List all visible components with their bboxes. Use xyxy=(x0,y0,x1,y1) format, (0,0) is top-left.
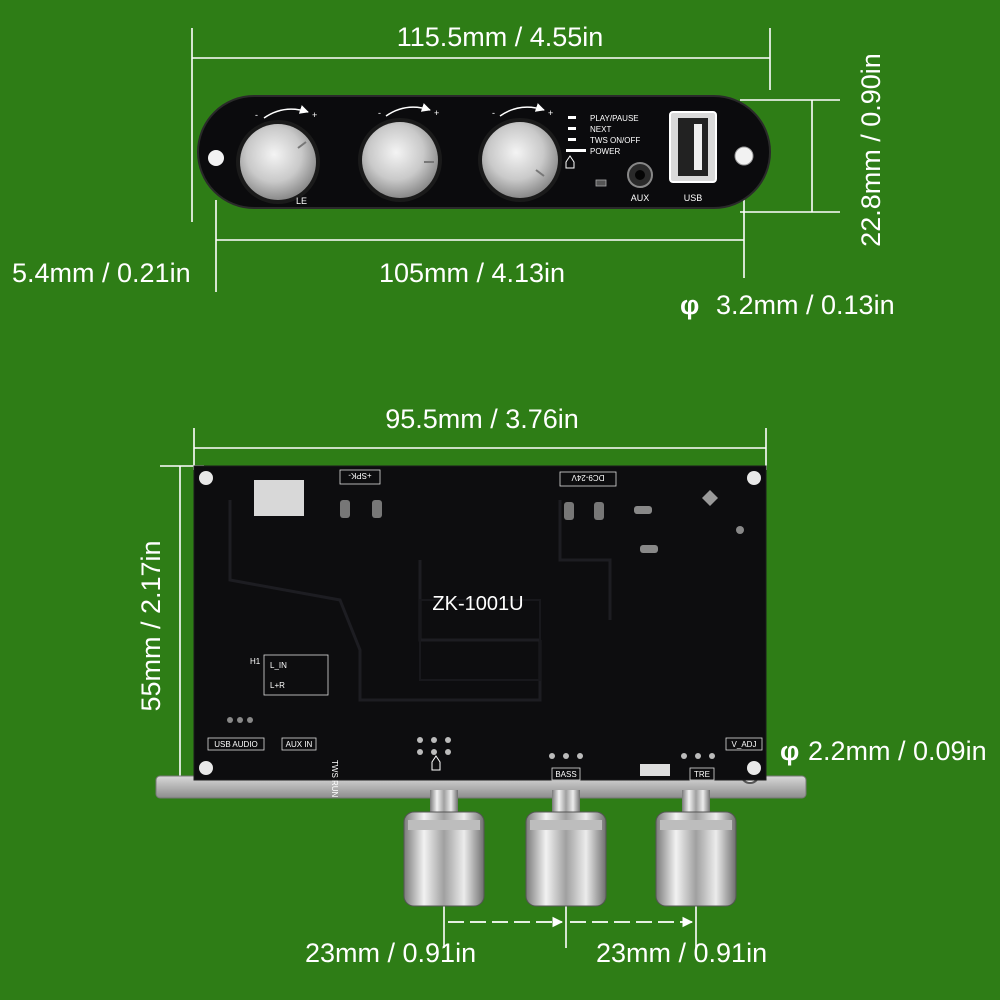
knob2-minus: - xyxy=(378,108,381,118)
treble-knob[interactable] xyxy=(478,118,562,202)
indicator-power: POWER xyxy=(590,147,620,156)
bottom-dimension-lines xyxy=(160,428,767,948)
knob1-plus: + xyxy=(312,110,317,120)
power-label: DC9-24V xyxy=(571,473,605,482)
usb-port[interactable] xyxy=(669,111,717,183)
mounting-hole-left xyxy=(208,150,224,166)
hole-diameter-top-label: 3.2mm / 0.13in xyxy=(716,290,895,320)
hole-spacing-label: 105mm / 4.13in xyxy=(379,258,565,288)
knob-spacing-left-label: 23mm / 0.91in xyxy=(305,938,476,968)
aux-in-label: AUX IN xyxy=(286,740,313,749)
ir-sensor-icon xyxy=(595,179,607,187)
front-panel: LE - + - + - + PLAY/PAUSE NEXT xyxy=(197,95,771,209)
bass-label: BASS xyxy=(555,770,576,779)
knob2-arrow-icon xyxy=(385,103,431,117)
knob2-plus: + xyxy=(434,108,439,118)
usb-label: USB xyxy=(684,193,703,203)
knob1-minus: - xyxy=(255,110,258,120)
touch-hand-icon xyxy=(565,155,575,169)
indicator-play-pause: PLAY/PAUSE xyxy=(590,114,639,123)
volume-knob[interactable] xyxy=(236,120,320,204)
phi-symbol-top: φ xyxy=(680,290,699,320)
knob3-arrow-icon xyxy=(499,103,545,117)
top-dimension-lines xyxy=(191,28,840,292)
pcb-board: +SPK- DC9-24V ZK-1001U H1 L_IN L+R USB A… xyxy=(193,465,767,798)
indicator-tws: TWS ON/OFF xyxy=(590,136,640,145)
usb-audio-label: USB AUDIO xyxy=(214,740,258,749)
mounting-hole-right xyxy=(734,146,754,166)
phi-symbol-bottom: φ xyxy=(780,736,799,766)
knob3-plus: + xyxy=(548,108,553,118)
tre-label: TRE xyxy=(694,770,710,779)
aux-label: AUX xyxy=(631,193,650,203)
knob1-arrow-icon xyxy=(263,105,309,119)
bass-knob[interactable] xyxy=(358,118,442,202)
tws-run-label: TWS RUN xyxy=(330,760,339,798)
knob3-minus: - xyxy=(492,108,495,118)
side-knob-2[interactable] xyxy=(525,790,607,907)
side-knob-1[interactable] xyxy=(403,790,485,907)
bottom-width-label: 95.5mm / 3.76in xyxy=(385,404,579,434)
spk-label: +SPK- xyxy=(348,471,372,480)
l-in-label: L_IN xyxy=(270,661,287,670)
l-plus-r-label: L+R xyxy=(270,681,285,690)
top-width-label: 115.5mm / 4.55in xyxy=(397,22,604,52)
v-adj-label: V_ADJ xyxy=(732,740,757,749)
bottom-height-label: 55mm / 2.17in xyxy=(136,540,166,711)
knob-spacing-right-label: 23mm / 0.91in xyxy=(596,938,767,968)
touch-hand-icon-board xyxy=(431,755,441,771)
hole-diameter-bottom-label: 2.2mm / 0.09in xyxy=(808,736,987,766)
indicator-list: PLAY/PAUSE NEXT TWS ON/OFF POWER xyxy=(566,114,640,156)
indicator-next: NEXT xyxy=(590,125,611,134)
h1-label: H1 xyxy=(250,657,261,666)
aux-jack[interactable] xyxy=(627,162,653,188)
model-label: ZK-1001U xyxy=(432,593,523,615)
side-knob-3[interactable] xyxy=(655,790,737,907)
top-height-label: 22.8mm / 0.90in xyxy=(856,53,886,247)
volume-label: LE xyxy=(296,196,307,206)
hole-offset-label: 5.4mm / 0.21in xyxy=(12,258,191,288)
